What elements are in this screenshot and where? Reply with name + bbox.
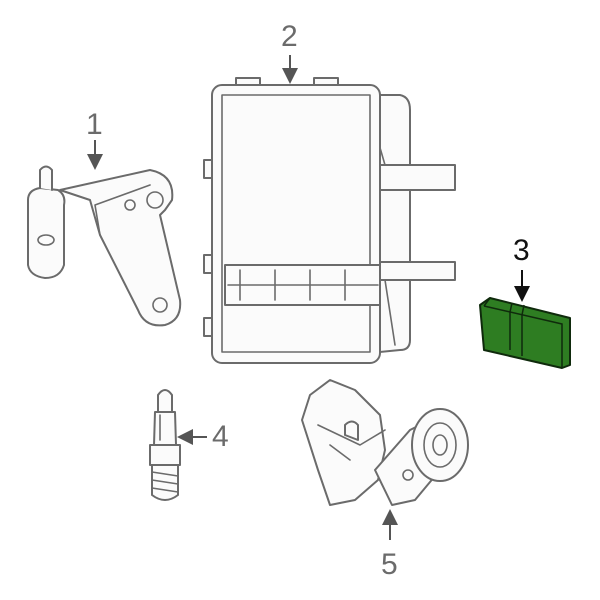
engine-mount-part-5 (301, 379, 469, 506)
control-module-part-2 (203, 77, 456, 364)
spark-plug-part-4 (149, 389, 181, 501)
callout-label-5: 5 (381, 548, 398, 581)
callout-label-2: 2 (281, 20, 298, 53)
callout-label-1: 1 (86, 108, 103, 141)
callout-label-4: 4 (212, 420, 229, 453)
highlighted-component-part-3 (479, 297, 571, 369)
bracket-part-1 (27, 165, 182, 327)
callout-label-3: 3 (513, 234, 530, 267)
